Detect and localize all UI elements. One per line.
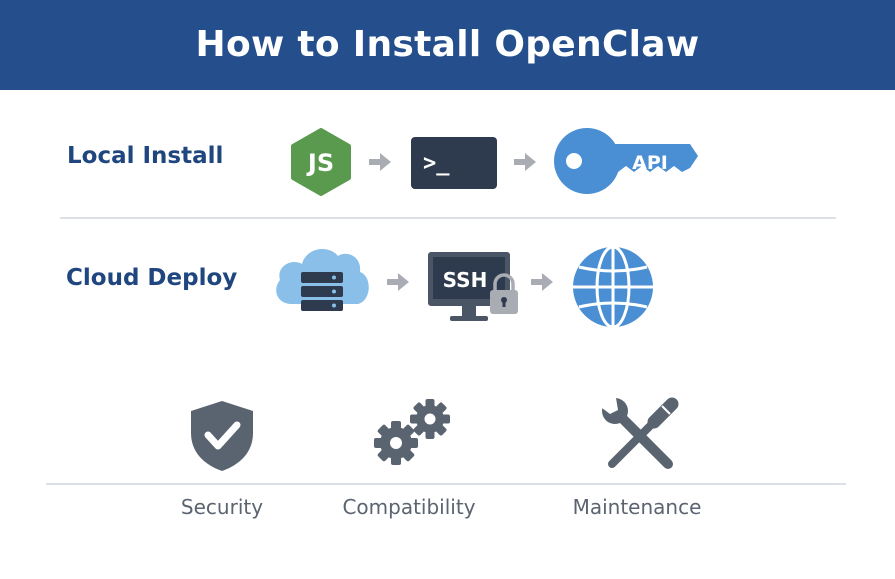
nodejs-icon-text: JS <box>306 149 334 177</box>
arrow-right-icon <box>369 153 391 171</box>
arrow-right-icon <box>531 273 553 291</box>
page-title: How to Install OpenClaw <box>195 24 700 65</box>
terminal-icon: >_ <box>411 137 497 189</box>
arrow-right-icon <box>387 273 409 291</box>
feature-label-compatibility: Compatibility <box>342 495 476 519</box>
wrench-screwdriver-icon <box>602 397 679 469</box>
ssh-monitor-icon: SSH <box>428 252 518 321</box>
row-label-cloud-deploy: Cloud Deploy <box>66 265 238 291</box>
row-divider <box>60 217 836 219</box>
api-key-text: API <box>632 152 668 174</box>
header-banner <box>0 0 895 90</box>
globe-icon <box>573 245 653 329</box>
nodejs-icon: JS <box>291 128 351 196</box>
cloud-server-icon <box>276 249 369 311</box>
feature-label-maintenance: Maintenance <box>572 495 702 519</box>
shield-check-icon <box>191 401 253 471</box>
feature-label-security: Security <box>180 495 264 519</box>
api-key-icon: API <box>554 128 698 194</box>
ssh-text: SSH <box>443 268 488 292</box>
gears-icon <box>374 399 450 465</box>
row-label-local-install: Local Install <box>67 143 224 169</box>
feature-divider <box>46 483 846 485</box>
terminal-prompt-text: >_ <box>423 151 450 176</box>
arrow-right-icon <box>514 153 536 171</box>
